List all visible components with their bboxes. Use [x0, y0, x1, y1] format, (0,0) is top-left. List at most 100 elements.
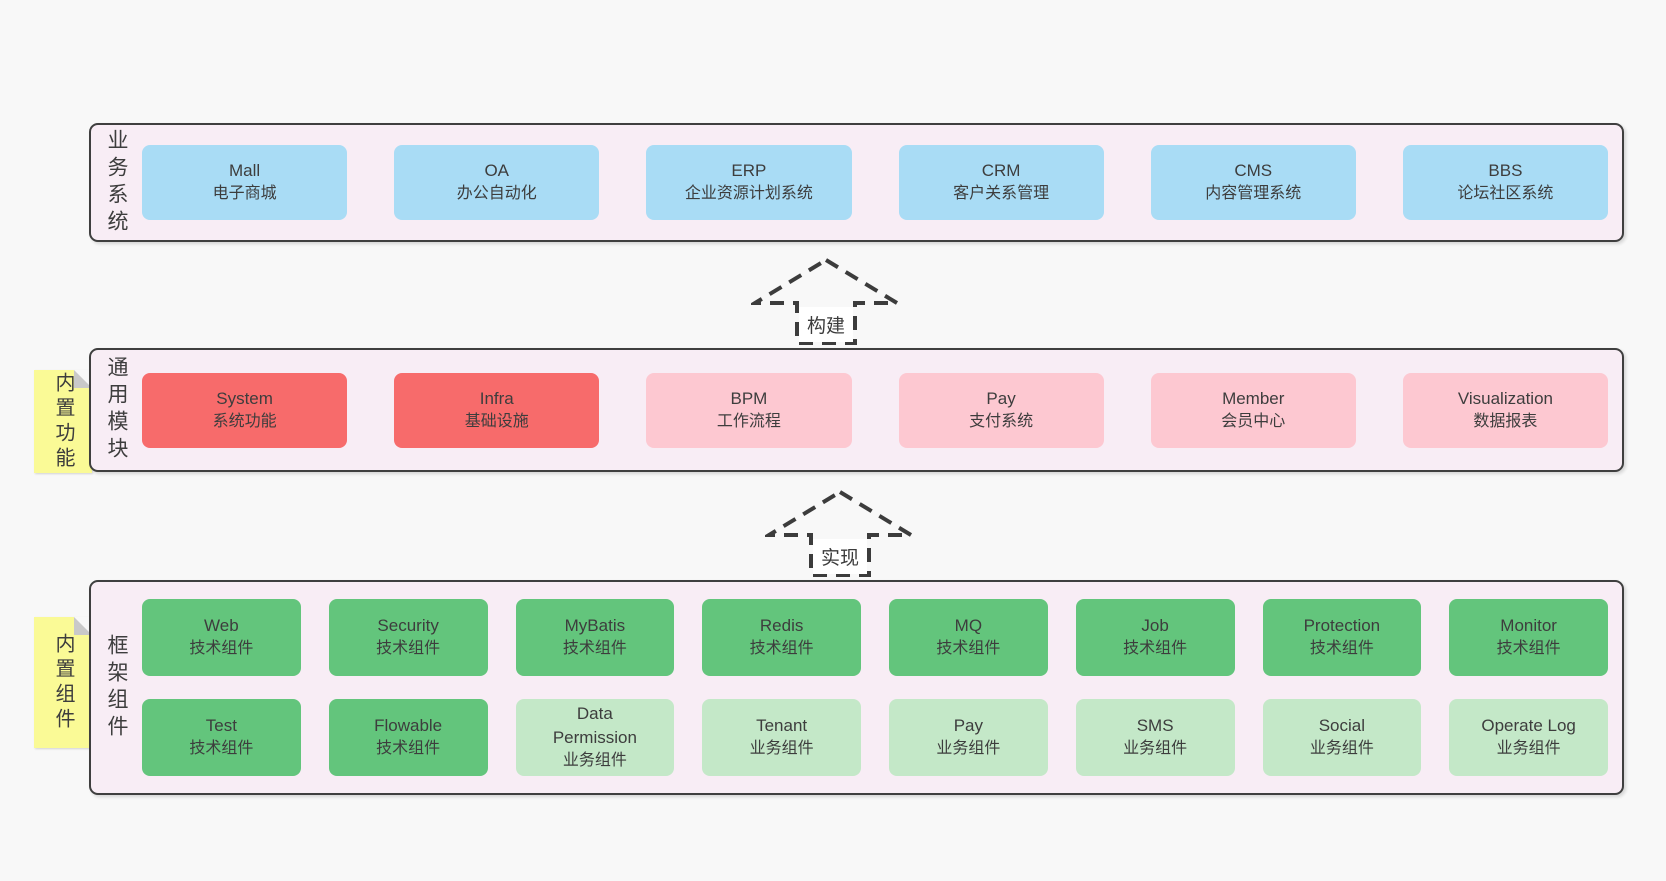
box-name: Visualization	[1457, 388, 1553, 408]
box-job: Job 技术组件	[1075, 599, 1235, 676]
box-name: Flowable	[374, 716, 443, 736]
box-data-permission: Data Permission 业务组件	[515, 699, 675, 776]
box-monitor: Monitor 技术组件	[1449, 599, 1608, 676]
business-boxes: Mall 电子商城 OA 办公自动化 ERP 企业资源计划系统 CRM 客户关系…	[136, 125, 1622, 240]
box-name: BPM	[730, 388, 768, 408]
box-name: Social	[1318, 716, 1366, 736]
layer-common-modules: 通用模块 System 系统功能 Infra 基础设施 BPM 工作流程 Pay…	[89, 348, 1624, 472]
box-name: Pay	[953, 716, 984, 736]
build-arrow-icon: 构建	[751, 257, 901, 345]
build-arrow-label: 构建	[807, 315, 845, 337]
box-desc: 技术组件	[376, 740, 441, 758]
box-name: CRM	[981, 161, 1021, 181]
box-crm: CRM 客户关系管理	[898, 145, 1104, 220]
box-desc: 客户关系管理	[953, 185, 1050, 203]
box-bbs: BBS 论坛社区系统	[1402, 145, 1608, 220]
box-flowable: Flowable 技术组件	[328, 699, 488, 776]
box-name: SMS	[1136, 716, 1174, 736]
box-desc: 业务组件	[1123, 740, 1188, 758]
sticky-note-built-in-components: 内置组件	[34, 617, 92, 748]
sticky-note-built-in-features: 内置功能	[34, 370, 92, 473]
box-sms: SMS 业务组件	[1075, 699, 1235, 776]
box-visualization: Visualization 数据报表	[1402, 372, 1608, 448]
sticky-note-label: 内置功能	[52, 371, 74, 472]
box-name: Infra	[479, 388, 514, 408]
box-desc: 工作流程	[716, 412, 781, 430]
layer-modules-label: 通用模块	[105, 356, 128, 464]
box-desc: 技术组件	[1123, 640, 1188, 658]
box-erp: ERP 企业资源计划系统	[646, 145, 852, 220]
box-name: Redis	[759, 616, 804, 636]
box-name: ERP	[731, 161, 767, 181]
box-desc: 技术组件	[1496, 640, 1561, 658]
box-mall: Mall 电子商城	[142, 145, 348, 220]
box-name: System	[216, 388, 273, 408]
box-social: Social 业务组件	[1262, 699, 1422, 776]
box-name: Security	[377, 616, 439, 636]
box-name: Web	[204, 616, 239, 636]
box-infra: Infra 基础设施	[394, 372, 600, 448]
box-name: OA	[484, 161, 510, 181]
sticky-note-label: 内置组件	[52, 632, 74, 733]
box-name: Job	[1141, 616, 1169, 636]
module-boxes: System 系统功能 Infra 基础设施 BPM 工作流程 Pay 支付系统…	[136, 350, 1622, 470]
layer-framework-label: 框架组件	[105, 633, 128, 742]
box-redis: Redis 技术组件	[702, 599, 861, 676]
box-desc: 系统功能	[212, 412, 277, 430]
box-name: Monitor	[1500, 616, 1557, 636]
box-operate-log: Operate Log 业务组件	[1449, 699, 1608, 776]
box-pay-system: Pay 支付系统	[898, 372, 1104, 448]
box-name: Protection	[1303, 616, 1381, 636]
box-desc: 办公自动化	[456, 185, 537, 203]
box-tenant: Tenant 业务组件	[702, 699, 861, 776]
box-desc: 技术组件	[189, 740, 254, 758]
box-desc: 技术组件	[749, 640, 814, 658]
box-desc: 基础设施	[464, 412, 529, 430]
layer-business-label: 业务系统	[105, 128, 128, 237]
box-desc: 业务组件	[1496, 740, 1561, 758]
box-system: System 系统功能	[142, 372, 348, 448]
box-name: BBS	[1488, 161, 1523, 181]
box-member: Member 会员中心	[1150, 372, 1356, 448]
box-pay-component: Pay 业务组件	[889, 699, 1048, 776]
box-web: Web 技术组件	[142, 599, 301, 676]
box-desc: 企业资源计划系统	[684, 185, 813, 203]
box-oa: OA 办公自动化	[394, 145, 600, 220]
box-desc: 业务组件	[1309, 740, 1374, 758]
implement-arrow-label: 实现	[821, 547, 859, 569]
box-name: Tenant	[756, 716, 808, 736]
box-name: MQ	[954, 616, 983, 636]
box-security: Security 技术组件	[328, 599, 488, 676]
box-desc: 电子商城	[212, 185, 277, 203]
box-desc: 内容管理系统	[1205, 185, 1302, 203]
box-cms: CMS 内容管理系统	[1150, 145, 1356, 220]
layer-framework-components: 框架组件 Web 技术组件 Security 技术组件 MyBatis 技术组件…	[89, 580, 1624, 795]
box-mq: MQ 技术组件	[889, 599, 1048, 676]
box-desc: 技术组件	[189, 640, 254, 658]
box-name: MyBatis	[564, 616, 626, 636]
box-protection: Protection 技术组件	[1262, 599, 1422, 676]
box-name: Data Permission	[552, 704, 637, 748]
box-name: Pay	[986, 388, 1016, 408]
box-mybatis: MyBatis 技术组件	[515, 599, 675, 676]
box-desc: 技术组件	[562, 640, 627, 658]
box-test: Test 技术组件	[142, 699, 301, 776]
box-name: Mall	[228, 161, 261, 181]
box-desc: 技术组件	[936, 640, 1001, 658]
box-desc: 支付系统	[969, 412, 1034, 430]
box-desc: 业务组件	[749, 740, 814, 758]
box-desc: 数据报表	[1473, 412, 1538, 430]
box-name: CMS	[1234, 161, 1273, 181]
box-desc: 论坛社区系统	[1457, 185, 1554, 203]
box-desc: 技术组件	[1309, 640, 1374, 658]
implement-arrow-icon: 实现	[765, 489, 915, 577]
box-name: Operate Log	[1481, 716, 1576, 736]
box-bpm: BPM 工作流程	[646, 372, 852, 448]
box-desc: 技术组件	[376, 640, 441, 658]
box-name: Test	[205, 716, 237, 736]
box-desc: 会员中心	[1221, 412, 1286, 430]
box-name: Member	[1222, 388, 1285, 408]
framework-boxes: Web 技术组件 Security 技术组件 MyBatis 技术组件 Redi…	[136, 582, 1622, 793]
layer-business-systems: 业务系统 Mall 电子商城 OA 办公自动化 ERP 企业资源计划系统 CRM…	[89, 123, 1624, 242]
